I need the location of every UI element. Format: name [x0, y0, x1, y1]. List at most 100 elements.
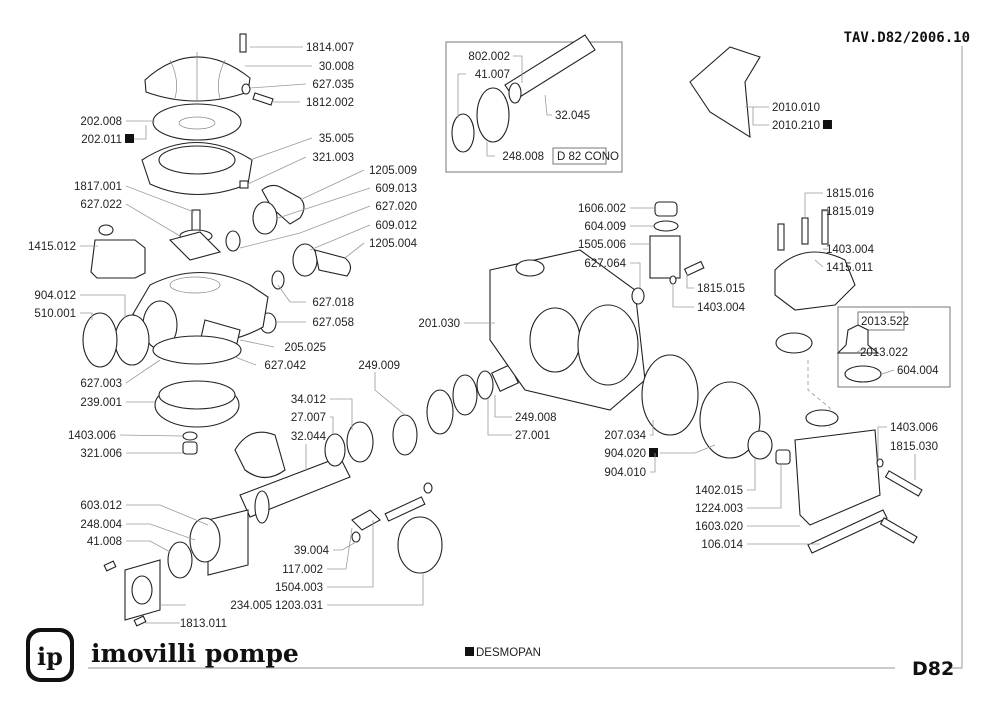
spare-kit-bag: [689, 46, 761, 139]
leader-line: [249, 137, 313, 161]
part-number-label: 604.004: [897, 365, 939, 377]
nut: [252, 201, 278, 235]
part-number-label: 1815.016: [826, 188, 874, 200]
part-number-label: 207.034: [604, 430, 646, 442]
part-number-label: 1817.001: [74, 181, 122, 193]
leader-line: [544, 94, 552, 116]
diaphragm: [152, 103, 242, 141]
leader-line: [309, 224, 371, 251]
leader-line: [327, 527, 353, 570]
part-number-label: 321.003: [312, 152, 354, 164]
leader-line: [686, 274, 694, 289]
leader-line: [814, 259, 824, 268]
part-number-label: 248.008: [502, 151, 544, 163]
part-number-label: 627.022: [80, 199, 122, 211]
part-number-label: 904.020: [604, 448, 646, 460]
part-number-label: 249.008: [515, 412, 557, 424]
part-labels: 1814.00730.008627.0351812.002202.008202.…: [28, 42, 939, 630]
part-number-label: 41.008: [87, 536, 122, 548]
part-number-label: 603.012: [80, 500, 122, 512]
desmopan-marker: [822, 120, 832, 129]
part-number-label: 1815.019: [826, 206, 874, 218]
leader-line: [327, 520, 374, 588]
leader-line: [126, 504, 209, 526]
parts: [82, 33, 923, 627]
piston-disk: [699, 381, 761, 459]
part-number-label: 34.012: [291, 394, 326, 406]
part-number-label: 802.002: [468, 51, 510, 63]
part-number-label: 904.010: [604, 467, 646, 479]
cono-inset-box: [445, 41, 623, 173]
part-number-label: 202.008: [80, 116, 122, 128]
part-number-label: 1224.003: [695, 503, 743, 515]
leader-line: [747, 464, 782, 509]
leader-line: [126, 523, 196, 541]
part-number-label: 627.058: [312, 317, 354, 329]
part-number-label: 41.007: [475, 69, 510, 81]
leader-line: [856, 347, 867, 353]
valve-head: [774, 251, 856, 311]
leader-line: [804, 192, 823, 218]
leader-line: [80, 312, 93, 320]
leader-line: [877, 426, 887, 460]
ring-nut: [82, 312, 118, 368]
part-number-label: 1403.006: [890, 422, 938, 434]
part-number-label: 27.001: [515, 430, 550, 442]
desmopan-marker: [465, 647, 474, 656]
part-number-label: 627.020: [375, 201, 417, 213]
leader-line: [125, 185, 195, 213]
bearing: [392, 414, 418, 456]
part-number-label: 249.009: [358, 360, 400, 372]
leader-line: [277, 284, 306, 303]
part-number-label: 627.018: [312, 297, 354, 309]
leader-line: [660, 444, 716, 454]
part-number-label: 2010.010: [772, 102, 820, 114]
base-plate: [807, 509, 888, 554]
leader-line: [672, 285, 694, 308]
leader-line: [344, 242, 365, 259]
part-number-label: 627.035: [312, 79, 354, 91]
pin: [191, 209, 201, 233]
part-number-label: 1403.004: [826, 244, 875, 256]
leader-line: [234, 356, 257, 366]
part-number-label: 35.005: [319, 133, 354, 145]
part-number-label: 1415.012: [28, 241, 76, 253]
part-number-label: 1203.031: [275, 600, 323, 612]
cono-label-box: [552, 147, 607, 165]
leader-line: [247, 156, 307, 185]
part-number-label: 239.001: [80, 397, 122, 409]
leader-line: [327, 573, 424, 606]
oil-cap: [654, 201, 678, 217]
part-number-label: 201.030: [418, 318, 460, 330]
leader-line: [752, 107, 769, 126]
leader-line: [126, 540, 171, 553]
part-number-label: 1815.015: [697, 283, 745, 295]
drawing-code: TAV.D82/2006.10: [844, 30, 970, 46]
brand-name: imovilli pompe: [91, 639, 299, 668]
part-number-label: 39.004: [294, 545, 330, 557]
eccentric: [397, 516, 443, 574]
part-number-label: 248.004: [80, 519, 122, 531]
part-number-label: 1505.006: [578, 239, 626, 251]
part-number-label: 609.012: [375, 220, 417, 232]
part-number-label: 1606.002: [578, 203, 626, 215]
part-number-label: 1403.006: [68, 430, 116, 442]
svg-text:ip: ip: [37, 642, 63, 671]
part-number-label: 234.005: [230, 600, 272, 612]
part-number-label: 1403.004: [697, 302, 746, 314]
leader-line: [374, 372, 406, 416]
kit-inset-label: 2013.522: [861, 316, 909, 328]
part-number-label: 510.001: [34, 308, 76, 320]
leader-line: [650, 420, 654, 436]
leader-line: [134, 125, 147, 140]
part-number-label: 1815.030: [890, 441, 938, 453]
part-number-label: 202.011: [81, 134, 122, 146]
leader-line: [125, 203, 181, 237]
part-number-label: 1205.009: [369, 165, 417, 177]
pump-head: [794, 429, 881, 526]
leader-line: [494, 395, 512, 418]
leader-line: [125, 359, 161, 384]
leader-line: [239, 339, 275, 348]
part-number-label: 1812.002: [306, 97, 354, 109]
